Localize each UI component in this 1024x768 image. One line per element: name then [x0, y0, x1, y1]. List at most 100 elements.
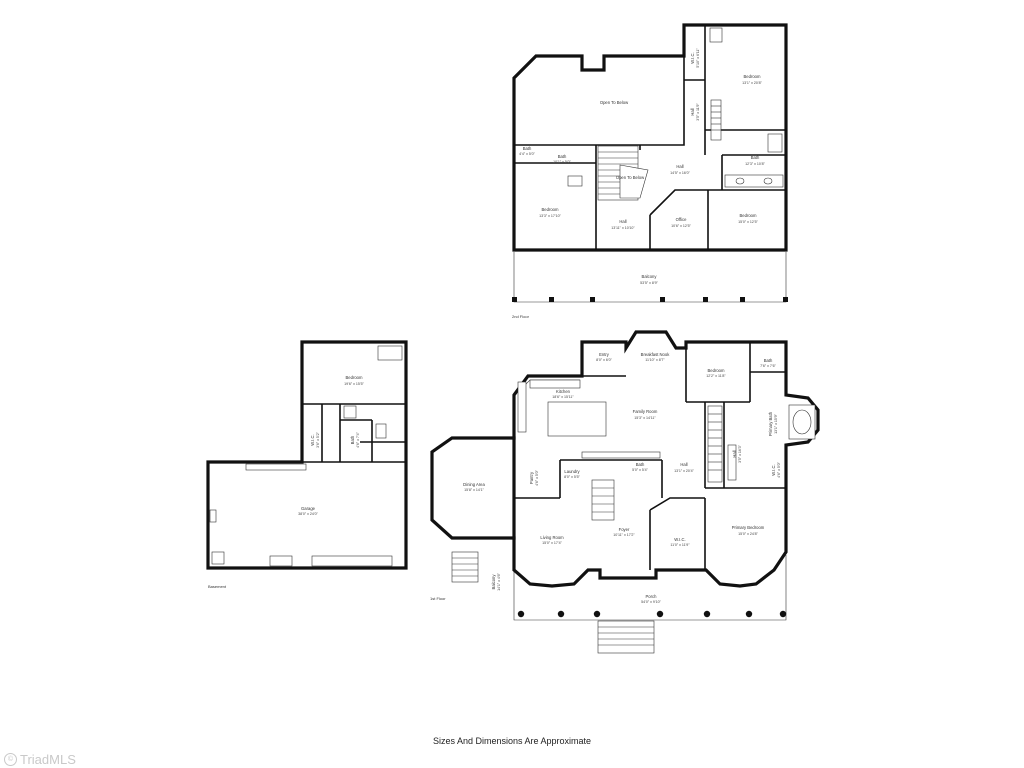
room-bath-1f-ne-name: Bath: [764, 358, 773, 363]
second-floor: Open To Below Bedroom 13'1" x 20'8" W.I.…: [512, 23, 788, 319]
dining-area-wall: [430, 436, 516, 540]
porch-posts: [517, 610, 787, 618]
room-hall-1f-side-name: Hall: [732, 450, 737, 457]
room-bath-2f-small-name: Bath: [523, 146, 532, 151]
room-balcony-dim: 53'5" x 8'9": [640, 281, 658, 285]
room-wic-1f-small-name: W.I.C.: [771, 464, 776, 475]
room-breakfast-nook-name: Breakfast Nook: [641, 352, 671, 357]
room-bedroom-2f-west-name: Bedroom: [542, 207, 560, 212]
room-open-to-below-small-name: Open To Below: [616, 175, 645, 180]
watermark-text: TriadMLS: [20, 752, 76, 767]
room-bath-2f-small-dim: 4'4" x 5'0": [519, 152, 535, 156]
room-bath-1f-half-dim: 5'0" x 5'4": [632, 468, 648, 472]
room-laundry-dim: 8'0" x 5'5": [564, 475, 580, 479]
room-bedroom-1f-dim: 12'2" x 11'8": [706, 374, 726, 378]
room-wic-1f-name: W.I.C.: [674, 537, 685, 542]
room-balcony-side-name: Balcony: [491, 574, 496, 590]
room-balcony-side-dim: 14'1" x 4'6": [497, 572, 501, 590]
room-porch-dim: 54'0" x 9'10": [641, 600, 661, 604]
watermark: © TriadMLS: [4, 752, 76, 767]
room-wic-1f-dim: 11'0" x 11'9": [670, 543, 690, 547]
room-bath-basement-dim: 4'6" x 7'4": [356, 431, 360, 447]
basement-outer-wall: [206, 340, 408, 570]
room-kitchen-name: Kitchen: [556, 389, 571, 394]
room-living-room-name: Living Room: [540, 535, 564, 540]
room-foyer-dim: 10'11" x 17'2": [613, 533, 635, 537]
room-wic-basement-dim: 3'6" x 5'2": [316, 431, 320, 447]
room-bedroom-2f-ne-name: Bedroom: [744, 74, 762, 79]
room-bedroom-2f-west-dim: 13'3" x 17'10": [539, 214, 561, 218]
room-hall-2f-small-dim: 3'5" x 11'9": [696, 103, 700, 121]
room-hall-2f-small-name: Hall: [690, 108, 695, 115]
room-pantry-dim: 4'6" x 5'0": [535, 469, 539, 485]
balcony-posts: [512, 297, 788, 302]
first-floor: Entry 8'0" x 6'0" Breakfast Nook 11'10" …: [430, 330, 820, 654]
room-hall-1f-side-dim: 3'5" x 16'3": [738, 444, 742, 462]
footer-note: Sizes And Dimensions Are Approximate: [432, 736, 592, 746]
room-dining-area-dim: 15'8" x 14'1": [464, 488, 484, 492]
second-floor-fixtures: [567, 27, 784, 188]
room-kitchen-dim: 18'6" x 15'11": [552, 395, 574, 399]
room-garage-dim: 38'0" x 24'0": [298, 512, 318, 516]
copyright-icon: ©: [4, 753, 17, 766]
room-hall-2f-south-dim: 13'11" x 10'10": [611, 226, 635, 230]
room-bath-1f-ne-dim: 7'6" x 7'6": [760, 364, 776, 368]
second-floor-outer-wall: [512, 23, 788, 252]
first-floor-stairs: [591, 405, 723, 521]
porch-railing: [513, 555, 787, 621]
first-floor-interior-walls: [513, 342, 786, 570]
side-steps: [451, 551, 479, 583]
room-office-2f-dim: 10'6" x 12'5": [671, 224, 691, 228]
room-entry-name: Entry: [599, 352, 610, 357]
balcony-railing: [513, 252, 787, 303]
room-office-2f-name: Office: [676, 217, 688, 222]
room-breakfast-nook-dim: 11'10" x 8'7": [645, 358, 665, 362]
second-floor-interior-walls: [514, 25, 786, 250]
second-floor-stairs: [597, 99, 722, 201]
room-laundry-name: Laundry: [564, 469, 580, 474]
room-primary-bath-dim: 13'1" x 15'9": [774, 413, 778, 433]
room-bedroom-basement-dim: 19'6" x 15'5": [344, 382, 364, 386]
room-wic-2f-name: W.I.C.: [690, 52, 695, 63]
room-living-room-dim: 15'0" x 17'4": [542, 541, 562, 545]
room-family-room-dim: 15'3" x 14'11": [634, 416, 656, 420]
room-bath-1f-half-name: Bath: [636, 462, 645, 467]
room-porch-name: Porch: [646, 594, 658, 599]
room-bath-2f-east-dim: 12'3" x 10'8": [745, 162, 765, 166]
room-primary-bedroom-name: Primary Bedroom: [732, 525, 765, 530]
room-hall-2f-main-name: Hall: [676, 164, 683, 169]
basement-interior-walls: [302, 403, 406, 463]
room-bath-basement-name: Bath: [350, 435, 355, 444]
room-hall-2f-main-dim: 14'5" x 16'0": [670, 171, 690, 175]
room-foyer-name: Foyer: [619, 527, 630, 532]
room-wic-basement-name: W.I.C.: [310, 434, 315, 445]
room-bedroom-1f-name: Bedroom: [708, 368, 726, 373]
second-floor-label: 2nd Floor: [512, 314, 530, 319]
room-primary-bath-name: Primary Bath: [768, 411, 773, 436]
room-pantry-name: Pantry: [529, 471, 534, 484]
room-bedroom-2f-ne-dim: 13'1" x 20'8": [742, 81, 762, 85]
room-bedroom-basement-name: Bedroom: [346, 375, 364, 380]
room-primary-bedroom-dim: 15'0" x 24'8": [738, 532, 758, 536]
room-wic-1f-small-dim: 4'6" x 5'0": [777, 461, 781, 477]
room-dining-area-name: Dining Area: [463, 482, 485, 487]
first-floor-outer-wall: [512, 330, 820, 588]
room-bedroom-2f-se-dim: 15'0" x 12'5": [738, 220, 758, 224]
room-hall-1f-main-dim: 13'1" x 20'4": [674, 469, 694, 473]
basement: Bedroom 19'6" x 15'5" W.I.C. 3'6" x 5'2"…: [206, 340, 408, 589]
front-steps: [597, 620, 655, 654]
open-to-below-boundary: [514, 56, 685, 146]
basement-label: Basement: [208, 584, 227, 589]
room-hall-2f-south-name: Hall: [619, 219, 626, 224]
room-entry-dim: 8'0" x 6'0": [596, 358, 612, 362]
kitchen-fixtures: [517, 379, 816, 481]
room-wic-2f-dim: 5'10" x 6'11": [696, 48, 700, 68]
room-balcony-name: Balcony: [642, 274, 658, 279]
room-bath-2f-west-name: Bath: [558, 154, 567, 159]
first-floor-label: 1st Floor: [430, 596, 446, 601]
room-bath-2f-west-dim: 10'1" x 5'0": [553, 160, 571, 164]
room-open-to-below-large-name: Open To Below: [600, 100, 629, 105]
room-garage-name: Garage: [301, 506, 316, 511]
room-hall-1f-main-name: Hall: [680, 462, 687, 467]
